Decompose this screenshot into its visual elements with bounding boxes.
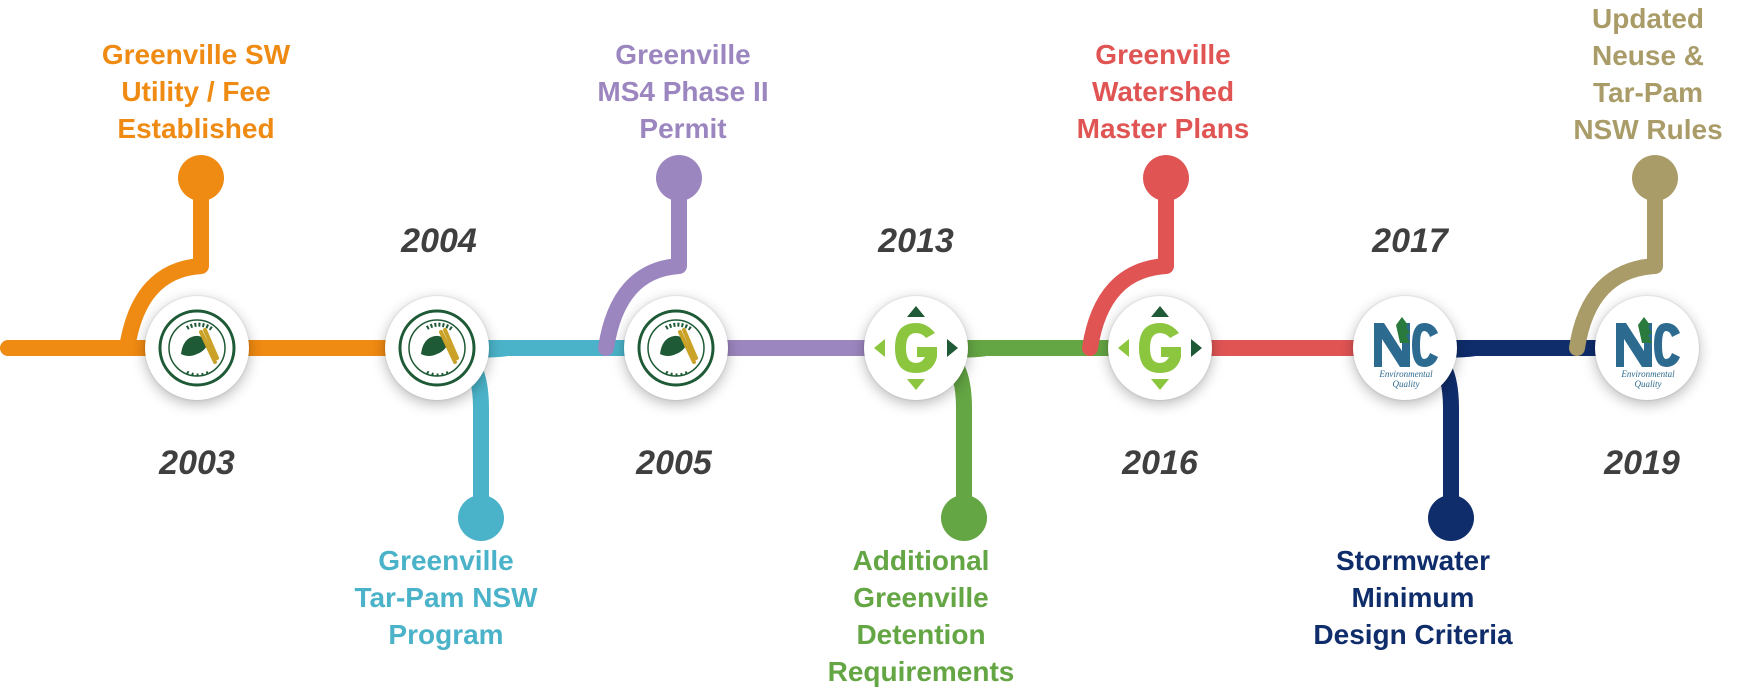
- event-label-2005: Greenville MS4 Phase II Permit: [597, 39, 769, 144]
- drop-2016: [1082, 170, 1174, 356]
- event-label-2004: Greenville Tar-Pam NSW Program: [354, 545, 538, 650]
- city-of-greenville-seal-icon: [637, 309, 715, 387]
- year-label-2005: 2005: [636, 444, 712, 482]
- logo-2017: Environmental Quality: [1353, 296, 1457, 400]
- nc-deq-logo-icon: Environmental Quality: [1374, 317, 1438, 389]
- event-label-2019: Updated Neuse & Tar-Pam NSW Rules: [1573, 3, 1723, 145]
- year-label-2013: 2013: [878, 222, 954, 260]
- year-label-2004: 2004: [401, 222, 477, 260]
- logo-2019: Environmental Quality: [1595, 296, 1699, 400]
- event-label-2003: Greenville SW Utility / Fee Established: [101, 39, 291, 144]
- greenville-g-logo-icon: [1118, 306, 1202, 390]
- logo-2004: [385, 296, 489, 400]
- endpoint-dot-2017: [1428, 495, 1474, 541]
- greenville-g-logo-icon: [874, 306, 958, 390]
- endpoint-dot-2005: [656, 155, 702, 201]
- endpoint-dot-2003: [178, 155, 224, 201]
- logo-2003: [145, 296, 249, 400]
- year-label-2003: 2003: [159, 444, 235, 482]
- drop-2005: [598, 170, 687, 356]
- endpoint-dot-2004: [458, 495, 504, 541]
- year-label-2016: 2016: [1122, 444, 1198, 482]
- svg-text:Quality: Quality: [1635, 379, 1662, 389]
- event-label-2013: Additional Greenville Detention Requirem…: [827, 545, 1015, 687]
- year-label-2017: 2017: [1372, 222, 1448, 260]
- endpoint-dot-2019: [1632, 155, 1678, 201]
- svg-text:Environmental: Environmental: [1620, 369, 1675, 379]
- svg-text:Environmental: Environmental: [1378, 369, 1433, 379]
- drop-2003: [119, 170, 209, 356]
- drop-2019: [1569, 170, 1663, 356]
- city-of-greenville-seal-icon: [398, 309, 476, 387]
- logo-2016: [1108, 296, 1212, 400]
- city-of-greenville-seal-icon: [158, 309, 236, 387]
- year-label-2019: 2019: [1604, 444, 1680, 482]
- nc-deq-logo-icon: Environmental Quality: [1616, 317, 1680, 389]
- endpoint-dot-2013: [941, 495, 987, 541]
- svg-text:Quality: Quality: [1393, 379, 1420, 389]
- logo-2005: [624, 296, 728, 400]
- endpoint-dot-2016: [1143, 155, 1189, 201]
- event-label-2016: Greenville Watershed Master Plans: [1076, 39, 1250, 144]
- logo-2013: [864, 296, 968, 400]
- event-label-2017: Stormwater Minimum Design Criteria: [1313, 545, 1513, 650]
